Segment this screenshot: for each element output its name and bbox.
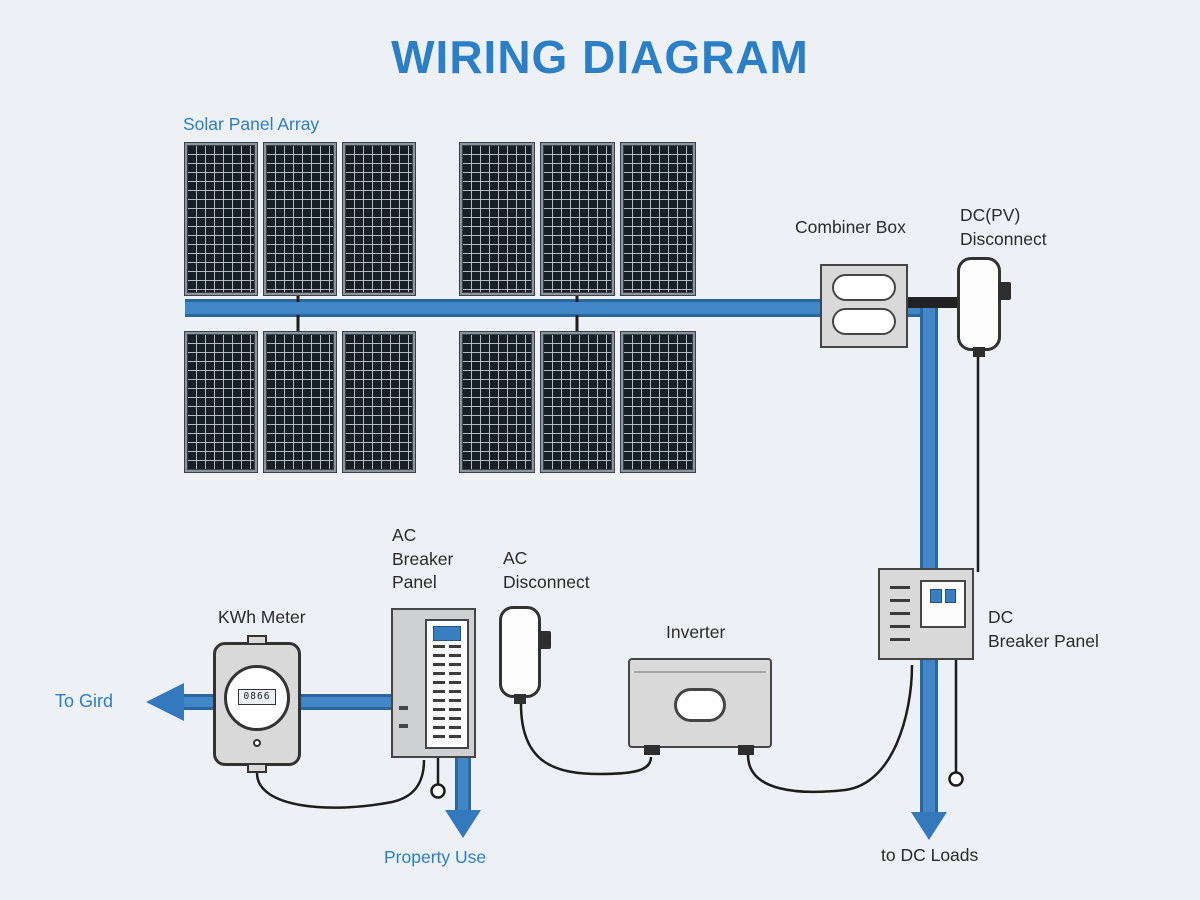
combiner-box xyxy=(820,264,908,348)
label-combiner-box: Combiner Box xyxy=(795,217,906,237)
solar-panel-group xyxy=(460,143,696,295)
breaker-door xyxy=(425,619,469,749)
wire-terminal xyxy=(948,771,964,787)
combiner-fuse xyxy=(832,308,896,335)
dc-feed-pipe xyxy=(920,302,938,814)
combiner-fuse xyxy=(832,274,896,301)
meter-dial: 0866 xyxy=(224,665,290,731)
ac-breaker-panel xyxy=(391,608,476,758)
disconnect-terminal xyxy=(973,347,985,357)
label-kwh-meter: KWh Meter xyxy=(218,607,306,627)
breaker-vents xyxy=(890,586,910,644)
dc-loads-arrow xyxy=(911,812,947,840)
solar-panel xyxy=(343,143,415,295)
property-feed-pipe xyxy=(455,756,471,812)
breaker-display xyxy=(433,626,461,641)
property-use-arrow xyxy=(445,810,481,838)
solar-panel xyxy=(460,332,534,472)
dc-pv-disconnect xyxy=(957,257,1011,357)
label-property-use: Property Use xyxy=(384,847,487,867)
pv-bus-bar xyxy=(185,299,938,317)
wire-inverter-to-dcbreaker xyxy=(746,664,914,794)
label-dc-pv-disconnect: DC(PV) Disconnect xyxy=(960,205,1047,249)
breaker-rows xyxy=(433,645,461,743)
to-grid-arrow xyxy=(146,683,184,721)
meter-reading: 0866 xyxy=(238,689,276,705)
solar-panel-group xyxy=(185,143,415,295)
label-inverter: Inverter xyxy=(666,622,726,642)
solar-panel-group xyxy=(185,332,415,472)
kwh-meter: 0866 xyxy=(213,635,301,773)
solar-panel xyxy=(343,332,415,472)
ac-disconnect xyxy=(499,606,551,704)
inverter xyxy=(628,658,772,755)
label-dc-breaker-panel: DC Breaker Panel xyxy=(988,607,1099,651)
solar-panel xyxy=(264,332,336,472)
solar-panel xyxy=(621,332,696,472)
breaker-door xyxy=(920,580,966,628)
disconnect-handle xyxy=(999,282,1011,300)
label-to-grid: To Gird xyxy=(55,691,114,711)
inverter-terminal xyxy=(644,745,660,755)
solar-panel xyxy=(540,332,615,472)
inverter-display xyxy=(674,688,726,722)
meter-mount-tab xyxy=(247,763,267,773)
label-solar-panel-array: Solar Panel Array xyxy=(183,114,320,134)
disconnect-handle xyxy=(539,631,551,649)
label-ac-breaker-panel: AC Breaker Panel xyxy=(392,525,454,593)
disconnect-terminal xyxy=(514,694,526,704)
solar-panel xyxy=(185,332,257,472)
meter-mount-tab xyxy=(247,635,267,645)
label-to-dc-loads: to DC Loads xyxy=(881,845,979,865)
wire-kwhmeter-to-acbreaker xyxy=(255,759,426,809)
inverter-top-seam xyxy=(634,671,766,673)
breaker-display xyxy=(930,589,956,603)
inverter-terminal xyxy=(738,745,754,755)
label-ac-disconnect: AC Disconnect xyxy=(503,548,590,592)
solar-panel xyxy=(621,143,696,295)
solar-panel xyxy=(264,143,336,295)
solar-panel xyxy=(460,143,534,295)
panel-hinge xyxy=(399,706,408,710)
dc-breaker-panel xyxy=(878,568,974,660)
page-title: WIRING DIAGRAM xyxy=(391,31,809,83)
meter-screw xyxy=(253,739,261,747)
solar-panel xyxy=(540,143,615,295)
wire-terminal xyxy=(430,783,446,799)
solar-panel xyxy=(185,143,257,295)
solar-panel-group xyxy=(460,332,696,472)
